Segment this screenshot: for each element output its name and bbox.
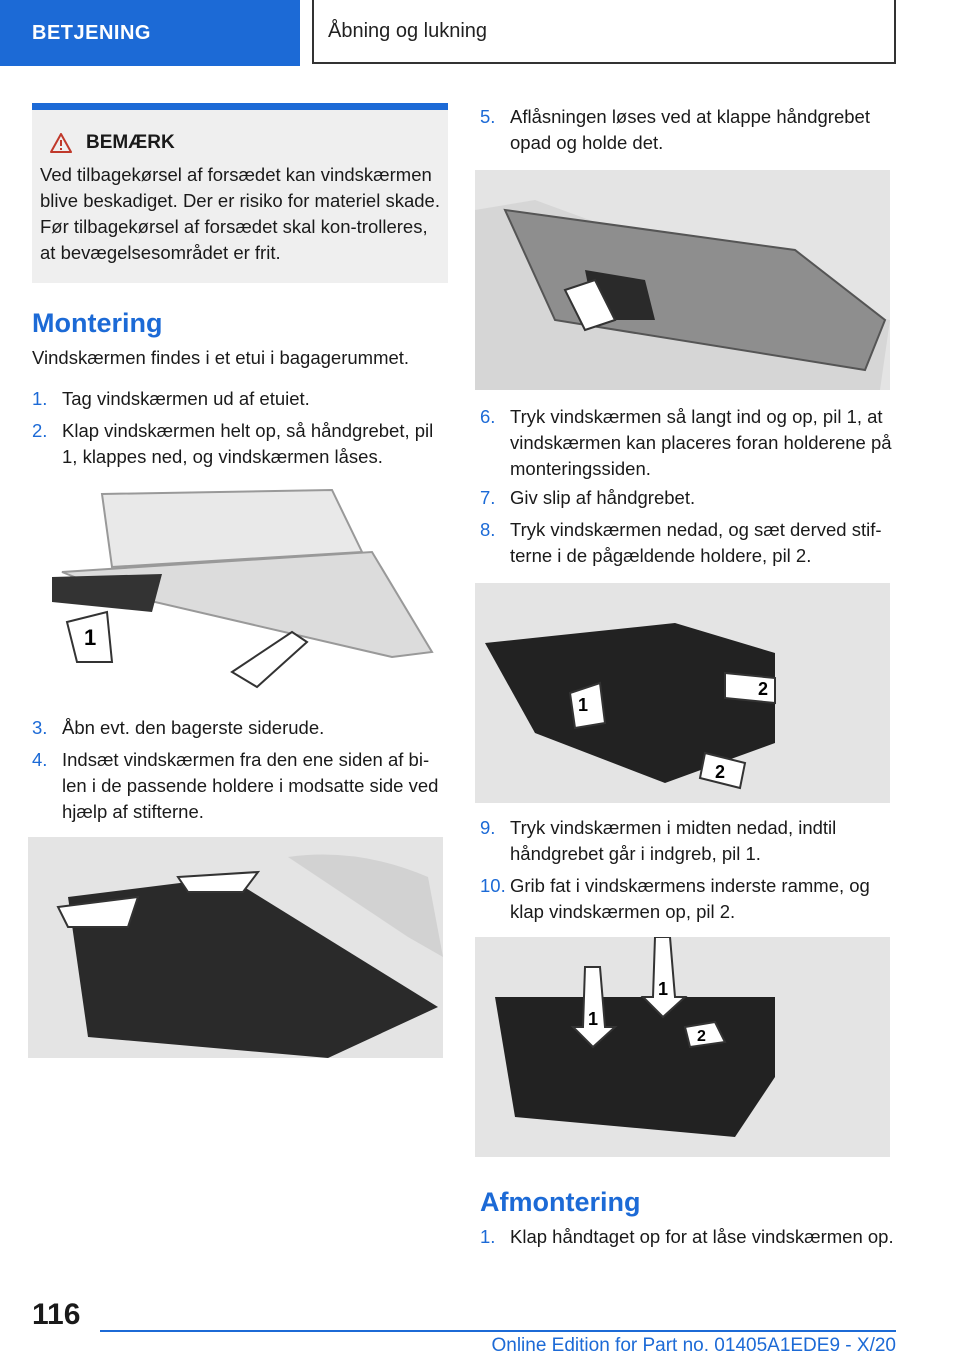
step-text: Tag vindskærmen ud af etuiet. <box>62 388 310 409</box>
figure-fold-up: 1 1 2 <box>475 937 890 1157</box>
step-number: 8. <box>480 519 496 540</box>
windscreen-illustration: 1 <box>52 488 434 689</box>
warning-icon <box>50 133 72 153</box>
arrow-label: 2 <box>697 1028 706 1045</box>
page-number: 116 <box>32 1298 81 1331</box>
step-1: 1. Tag vindskærmen ud af etuiet. <box>32 386 448 412</box>
note-title: BEMÆRK <box>86 132 175 153</box>
step-number: 5. <box>480 106 496 127</box>
chapter-title: Åbning og lukning <box>328 19 488 42</box>
arrow-label: 1 <box>588 1009 598 1029</box>
step-4: 4. Indsæt vindskærmen fra den ene siden … <box>32 747 448 825</box>
step-number: 4. <box>32 749 48 770</box>
step-number: 7. <box>480 487 496 508</box>
step-8: 8. Tryk vindskærmen nedad, og sæt derved… <box>480 517 896 569</box>
step-7: 7. Giv slip af håndgrebet. <box>480 485 896 511</box>
step-number: 6. <box>480 406 496 427</box>
step-number: 1. <box>32 388 48 409</box>
fold-up-illustration: 1 1 2 <box>495 937 775 1137</box>
figure-push-down: 1 2 2 <box>475 583 890 803</box>
step-text: Klap håndtaget op for at låse vindskærme… <box>510 1226 894 1247</box>
step-6: 6. Tryk vindskærmen så langt ind og op, … <box>480 404 896 482</box>
push-down-illustration: 1 2 2 <box>485 623 776 790</box>
step-2: 2. Klap vindskærmen helt op, så håndgreb… <box>32 418 448 470</box>
arrow-label: 2 <box>758 679 768 699</box>
release-handle-illustration <box>475 200 890 390</box>
montering-heading: Montering <box>32 308 163 338</box>
figure-fold-windscreen: 1 <box>32 482 448 702</box>
arrow-label: 1 <box>578 695 588 715</box>
step-text: Åbn evt. den bagerste siderude. <box>62 717 325 738</box>
figure-release-lock <box>475 170 890 390</box>
step-3: 3. Åbn evt. den bagerste siderude. <box>32 715 448 741</box>
step-text: Indsæt vindskærmen fra den ene siden af … <box>62 749 439 822</box>
section-tab: BETJENING <box>0 0 300 66</box>
note-box: BEMÆRK Ved tilbagekørsel af forsædet kan… <box>32 103 448 283</box>
step-text: Giv slip af håndgrebet. <box>510 487 696 508</box>
note-text: Ved tilbagekørsel af forsædet kan vindsk… <box>40 164 440 263</box>
footer-divider <box>100 1330 896 1332</box>
figure-insert-windscreen <box>28 837 443 1058</box>
step-number: 3. <box>32 717 48 738</box>
step-10: 10. Grib fat i vindskærmens inderste ram… <box>480 873 896 925</box>
step-9: 9. Tryk vindskærmen i midten nedad, indt… <box>480 815 896 867</box>
step-number: 1. <box>480 1226 496 1247</box>
note-heading: BEMÆRK <box>50 132 440 154</box>
arrow-label: 2 <box>715 762 725 782</box>
step-number: 2. <box>32 420 48 441</box>
section-title: BETJENING <box>32 21 151 44</box>
step-text: Tryk vindskærmen nedad, og sæt derved st… <box>510 519 882 566</box>
step-5: 5. Aflåsningen løses ved at klappe håndg… <box>480 104 896 156</box>
step-text: Grib fat i vindskærmens inderste ramme, … <box>510 875 870 922</box>
car-interior-illustration <box>56 854 443 1058</box>
arrow-label: 1 <box>658 979 668 999</box>
step-text: Aflåsningen løses ved at klappe håndgreb… <box>510 106 870 153</box>
montering-intro: Vindskærmen findes i et etui i bagagerum… <box>32 347 410 368</box>
arrow-label: 1 <box>84 625 96 650</box>
step-text: Tryk vindskærmen så langt ind og op, pil… <box>510 406 892 479</box>
footer-edition: Online Edition for Part no. 01405A1EDE9 … <box>491 1335 896 1356</box>
step-text: Klap vindskærmen helt op, så håndgrebet,… <box>62 420 434 467</box>
chapter-header: Åbning og lukning <box>312 0 896 64</box>
step-number: 9. <box>480 817 496 838</box>
afmontering-heading: Afmontering <box>480 1187 641 1217</box>
afmontering-step-1: 1. Klap håndtaget op for at låse vindskæ… <box>480 1224 896 1250</box>
step-number: 10. <box>480 875 506 896</box>
step-text: Tryk vindskærmen i midten nedad, indtil … <box>510 817 837 864</box>
